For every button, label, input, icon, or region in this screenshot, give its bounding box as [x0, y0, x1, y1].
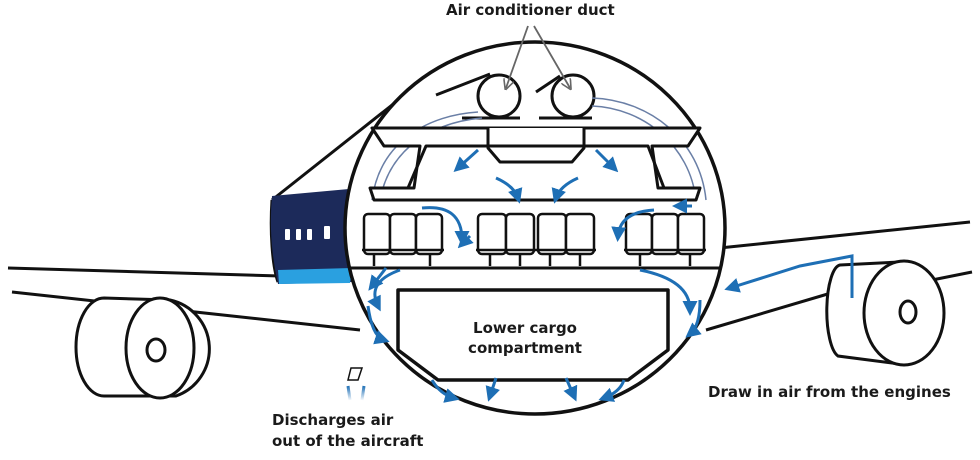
lower-cargo-compartment-label: Lower cargo compartment — [420, 318, 630, 358]
airflow-arrow-3 — [495, 176, 523, 204]
cargo-label-line-2: compartment — [468, 339, 582, 357]
airflow-arrow-15 — [598, 379, 626, 402]
airflow-arrow-1 — [453, 148, 480, 173]
airflow-arrow-6 — [611, 208, 655, 242]
airflow-arrow-4 — [551, 176, 579, 204]
air-conditioner-duct-label: Air conditioner duct — [446, 1, 615, 19]
lower-cargo-compartment — [396, 288, 670, 382]
cargo-label-line-1: Lower cargo — [473, 319, 577, 337]
duct-label-pointers — [506, 25, 570, 88]
airflow-arrow-16 — [485, 377, 500, 402]
right-engine-icon — [825, 259, 946, 367]
seat-row-center-left — [476, 212, 536, 266]
fuselage — [269, 73, 431, 284]
discharge-air-label: Discharges air out of the aircraft — [272, 410, 423, 452]
discharge-label-line-2: out of the aircraft — [272, 432, 424, 450]
airflow-arrow-13 — [685, 299, 702, 338]
airflow-arrows — [366, 148, 854, 403]
right-wing — [699, 220, 973, 332]
airflow-arrow-17 — [563, 377, 578, 402]
seat-row-left — [362, 212, 444, 266]
left-engine-icon — [74, 296, 211, 400]
airflow-arrow-10 — [368, 267, 388, 291]
engine-air-intake-label: Draw in air from the engines — [708, 383, 951, 401]
airflow-arrow-8 — [457, 232, 474, 249]
airflow-arrow-12 — [366, 305, 390, 345]
discharge-vent — [346, 367, 366, 402]
airflow-arrow-2 — [594, 148, 619, 173]
seat-row-center-right — [536, 212, 596, 266]
passenger-seats — [362, 212, 706, 266]
discharge-label-line-1: Discharges air — [272, 411, 394, 429]
airflow-arrow-14 — [430, 379, 460, 403]
engine-intake-duct — [724, 254, 854, 298]
airflow-arrow-11 — [639, 268, 698, 316]
cabin-ceiling-and-bins — [368, 126, 702, 202]
seat-row-right — [624, 212, 706, 266]
